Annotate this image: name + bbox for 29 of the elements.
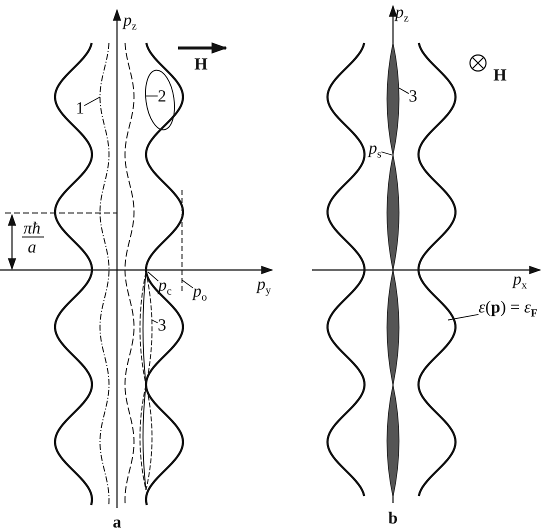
leader-line: [152, 320, 158, 324]
callout-label: p$_{o}$: [193, 282, 207, 304]
axis-label: p$_{x}$: [513, 270, 527, 292]
axis-label: p$_{z}$: [123, 11, 137, 33]
leader-line: [448, 314, 479, 320]
callout-label: p$_{s}$: [368, 139, 382, 161]
callout-label: ε(p) = ε$_{F}$: [478, 298, 538, 320]
axis-label: p$_{y}$: [257, 275, 271, 297]
fraction-denominator: a: [28, 238, 36, 256]
leader-line: [182, 280, 194, 288]
callout-label: 2: [158, 88, 166, 104]
shaded-orbit-drawing: [386, 42, 400, 498]
axis-label: p$_{z}$: [395, 3, 409, 25]
leader-line: [398, 88, 410, 94]
orbit-curve: [100, 42, 110, 506]
fermi-surface-curve: [417, 42, 457, 496]
callout-label: 3: [408, 88, 418, 104]
leader-line: [380, 151, 392, 156]
leader-line: [148, 272, 159, 282]
fraction-numerator: πħ: [23, 220, 41, 236]
field-label: H: [194, 56, 208, 72]
callout-label: 1: [76, 100, 84, 116]
leader-line: [84, 96, 100, 106]
field-label: H: [493, 66, 507, 84]
orbit-curve: [140, 272, 152, 490]
panel-label: b: [388, 510, 398, 526]
callout-label: 3: [158, 316, 166, 334]
panel-label: a: [112, 514, 122, 530]
fermi-surface-curve: [144, 42, 184, 506]
